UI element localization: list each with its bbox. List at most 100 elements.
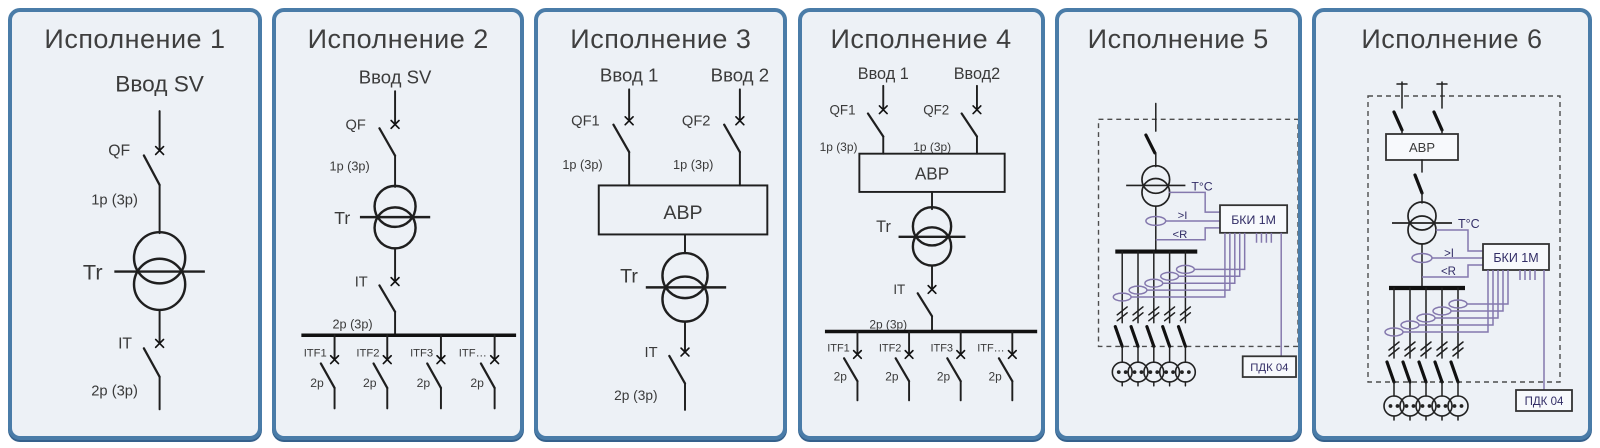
switch-blade-icon xyxy=(1413,173,1424,195)
dashed-enclosure xyxy=(1097,118,1298,348)
feeder-poles-label: 2p xyxy=(988,369,1002,383)
wires xyxy=(881,135,978,155)
poles-out-label: 2p (3p) xyxy=(333,317,373,331)
monitored-feeders xyxy=(1384,270,1509,397)
panel-version-1: Исполнение 1 Ввод SV QF 1p (3p) Tr IT 2p… xyxy=(8,8,262,440)
sensor-signal-line xyxy=(1194,232,1246,271)
it-label: IT xyxy=(355,274,368,290)
panel-title: Исполнение 3 xyxy=(570,24,752,54)
tr-label: Tr xyxy=(83,259,103,284)
poles-in2-label: 1p (3p) xyxy=(913,140,951,154)
qf2-label: QF2 xyxy=(682,114,711,130)
poles-out-label: 2p (3p) xyxy=(869,318,907,332)
switch-blade-icon xyxy=(916,292,933,318)
panel-title: Исполнение 4 xyxy=(830,24,1012,54)
bki-box xyxy=(1218,204,1288,234)
panel-version-3: Исполнение 3 Ввод 1 Ввод 2 QF1 QF2 1p (3… xyxy=(534,8,788,440)
qf1-label: QF1 xyxy=(829,102,855,117)
input-lines xyxy=(628,88,742,120)
panel-version-2: Исполнение 2 Ввод SV QF 1p (3p) Tr IT 2p… xyxy=(272,8,525,440)
avr-box xyxy=(598,184,769,236)
pdk-box xyxy=(1515,389,1573,412)
breaker-contact-icon xyxy=(154,338,165,349)
socket-icons xyxy=(1383,395,1469,421)
overcurrent-label: >I xyxy=(1177,210,1187,222)
qf-label: QF xyxy=(346,117,366,133)
double-slash-icons xyxy=(1388,341,1464,357)
tr-label: Tr xyxy=(621,265,639,287)
poles-in-label: 1p (3p) xyxy=(91,193,138,209)
one-line-diagram-1: Ввод SV QF 1p (3p) Tr IT 2p (3p) xyxy=(83,71,205,411)
feeder-label: ITF2 xyxy=(357,348,380,360)
panel-title: Исполнение 6 xyxy=(1361,24,1543,54)
overcurrent-label: >I xyxy=(1444,248,1454,260)
poles-out-label: 2p (3p) xyxy=(614,388,657,403)
feeder-label: ITF1 xyxy=(827,343,850,355)
panel-title: Исполнение 2 xyxy=(307,24,489,54)
input-label: Ввод SV xyxy=(359,66,432,87)
switch-blade-icon xyxy=(142,347,161,378)
breaker-contact-icon xyxy=(390,119,400,130)
input1-label: Ввод 1 xyxy=(857,65,908,83)
breaker-contact-icon xyxy=(680,347,691,357)
feeder-label: ITF1 xyxy=(304,348,327,360)
feeder-poles-label: 2p xyxy=(885,369,899,383)
sensor-signal-line xyxy=(1402,270,1489,333)
poles-in2-label: 1p (3p) xyxy=(673,157,713,172)
resistance-label: <R xyxy=(1172,229,1187,241)
poles-out-label: 2p (3p) xyxy=(91,384,138,400)
sensor-signal-line xyxy=(1466,270,1509,305)
sensor-signal-line xyxy=(1130,232,1226,298)
current-sensor-icon xyxy=(1144,215,1167,227)
feeder-poles-label: 2p xyxy=(417,376,431,390)
temp-label: T°C xyxy=(1191,179,1212,193)
switch-blade-icon xyxy=(378,127,397,157)
transformer-icon xyxy=(360,184,431,250)
terminal-comb-icon xyxy=(1255,232,1272,243)
double-slash-icons xyxy=(1116,306,1191,322)
it-label: IT xyxy=(645,345,658,361)
temp-label: T°C xyxy=(1458,217,1480,231)
input-lines xyxy=(881,84,978,109)
sensor-signal-line xyxy=(1434,270,1499,319)
input1-label: Ввод 1 xyxy=(600,65,658,86)
panel-version-6: Исполнение 6 АВР T°C >I <R xyxy=(1311,8,1592,440)
temp-signal-line xyxy=(1435,229,1483,252)
feeder-poles-label: 2p xyxy=(310,376,324,390)
qf2-label: QF2 xyxy=(923,102,949,117)
switch-blade-icon xyxy=(668,354,687,385)
feeder-itf1: ITF1 2p xyxy=(827,330,862,402)
feeder-poles-label: 2p xyxy=(833,369,847,383)
one-line-diagram-3: Ввод 1 Ввод 2 QF1 QF2 1p (3p) 1p (3p) АВ… xyxy=(563,65,769,411)
socket-icons xyxy=(1111,361,1196,387)
feeder-label: ITF3 xyxy=(930,343,953,355)
bki-label: БКИ 1М xyxy=(1231,213,1276,227)
bki-box xyxy=(1482,243,1550,271)
breaker-contact-icon xyxy=(390,276,400,287)
input-lines xyxy=(1396,81,1448,109)
qf-label: QF xyxy=(108,142,130,159)
avr-label: АВР xyxy=(1409,140,1435,155)
avr-label: АВР xyxy=(664,202,703,224)
one-line-diagram-5: T°C >I <R БКИ 1М xyxy=(1097,102,1298,387)
bki-label: БКИ 1М xyxy=(1493,251,1538,265)
feeder-poles-label: 2p xyxy=(363,376,377,390)
feeder-itf3: ITF3 2p xyxy=(930,330,965,402)
switch-blade-icons xyxy=(866,112,978,138)
feeder-label: ITF… xyxy=(459,348,487,360)
feeder-label: ITF2 xyxy=(878,343,901,355)
switch-blade-icon xyxy=(142,154,161,187)
resistance-signal-line xyxy=(1421,264,1483,278)
sensor-signal-line xyxy=(1162,232,1236,284)
it-label: IT xyxy=(118,335,132,352)
feeder-label: ITF… xyxy=(977,343,1004,355)
breaker-contact-icon xyxy=(154,145,165,156)
terminal-comb-icon xyxy=(1519,270,1536,280)
wires xyxy=(628,151,742,187)
panel-title: Исполнение 5 xyxy=(1087,24,1269,54)
feeder-switch-blades xyxy=(1385,360,1460,384)
one-line-diagram-4: Ввод 1 Ввод2 QF1 QF2 1p (3p) 1p (3p) АВР… xyxy=(819,65,1037,402)
transformer-icon xyxy=(1125,164,1186,208)
feeder-poles-label: 2p xyxy=(936,369,950,383)
